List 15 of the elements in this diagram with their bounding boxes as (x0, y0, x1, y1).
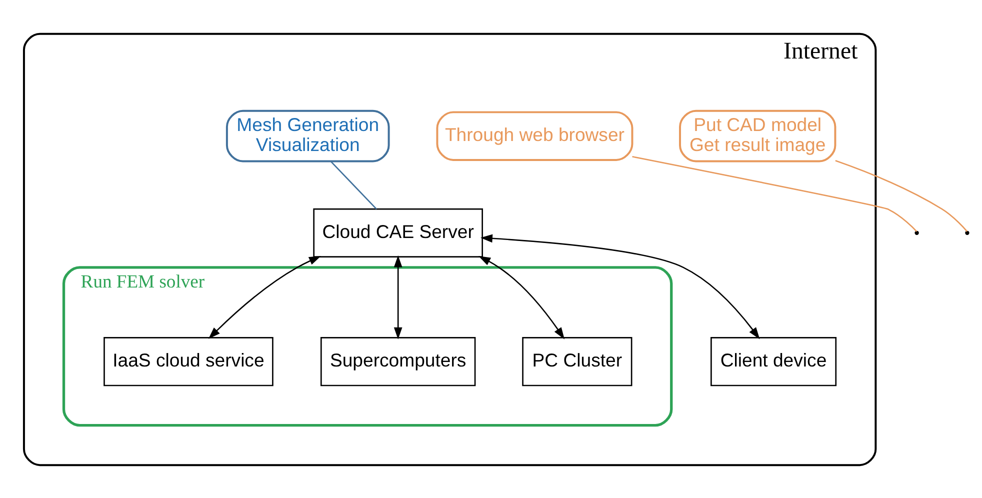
connector (835, 160, 968, 232)
arrow (478, 256, 565, 339)
node-box: IaaS cloud service (104, 336, 274, 386)
node-box: Put CAD model Get result image (679, 109, 836, 162)
node-box: PC Cluster (522, 336, 632, 386)
node-box: Mesh Generation Visualization (226, 109, 390, 162)
node-box: Through web browser (436, 110, 634, 160)
node-box: Supercomputers (320, 336, 476, 386)
arrow (394, 254, 402, 339)
connector (330, 160, 377, 209)
arrow (208, 256, 322, 338)
arrow (480, 234, 760, 339)
node-box: Client device (710, 336, 837, 386)
node-box: Cloud CAE Server (313, 208, 483, 257)
connector (632, 156, 918, 232)
